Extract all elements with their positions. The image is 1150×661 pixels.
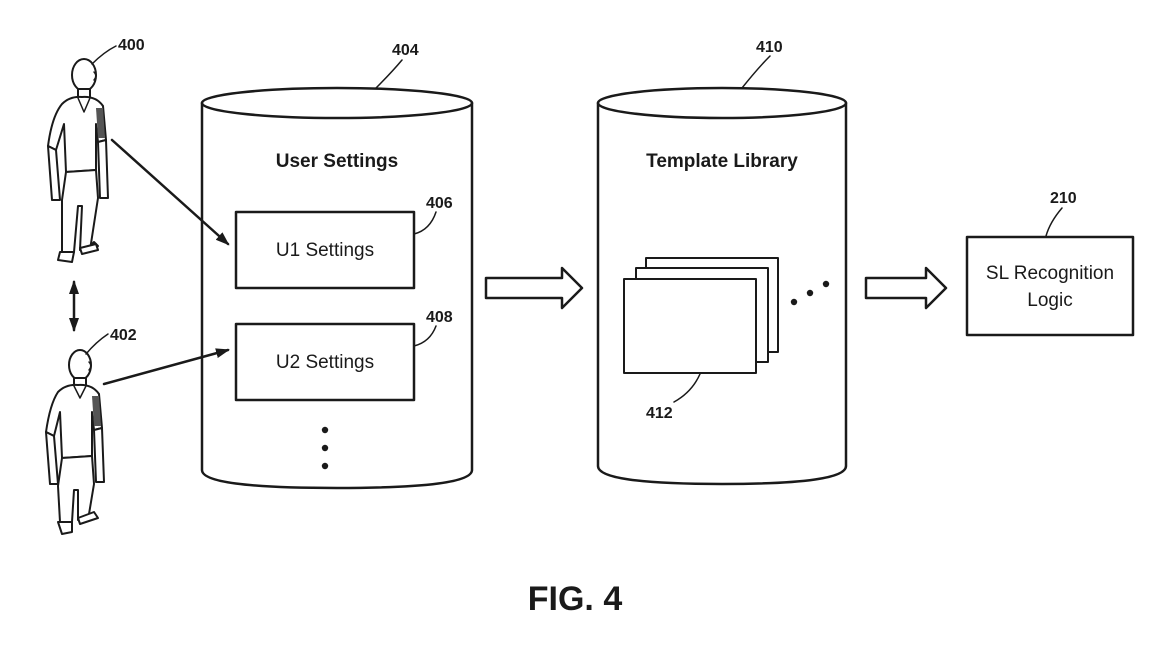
cylinder-body [596, 101, 848, 486]
ref-label-402: 402 [110, 327, 137, 344]
ref-label-410: 410 [756, 39, 783, 56]
leader-line-406 [413, 211, 437, 235]
u2-settings-label: U2 Settings [276, 352, 374, 373]
person-icon [47, 58, 109, 263]
u1-settings-label: U1 Settings [276, 240, 374, 261]
leader-line-412 [673, 373, 701, 403]
person-400: 400 [47, 37, 145, 263]
ref-label-408: 408 [426, 309, 453, 326]
flow-arrow-library-to-logic [864, 266, 948, 310]
leader-line-408 [413, 325, 437, 347]
ref-label-400: 400 [118, 37, 145, 54]
sl-recognition-logic-box: SL Recognition Logic 210 [965, 190, 1135, 337]
arrow-400-to-u1 [110, 138, 230, 246]
ref-label-404: 404 [392, 42, 419, 59]
ref-label-406: 406 [426, 195, 453, 212]
figure-caption: FIG. 4 [528, 580, 623, 618]
ref-label-412: 412 [646, 405, 673, 422]
more-templates-ellipsis [790, 280, 830, 306]
logic-label-line2: Logic [1027, 290, 1072, 311]
cylinder-top [200, 86, 474, 120]
leader-line-210 [1045, 207, 1063, 237]
arrow-402-to-u2 [102, 348, 230, 386]
person-icon [45, 349, 105, 535]
logic-label-line1: SL Recognition [986, 263, 1114, 284]
u2-settings-box: U2 Settings 408 [234, 309, 453, 402]
cylinder-top [596, 86, 848, 120]
leader-line-402 [85, 333, 109, 355]
more-entries-ellipsis [321, 426, 329, 470]
template-library-database: 410 Template Library 412 [596, 39, 848, 486]
person-402: 402 [45, 327, 137, 535]
template-stack [623, 257, 779, 374]
db-title: User Settings [276, 151, 398, 172]
leader-line-410 [741, 55, 771, 89]
ref-label-210: 210 [1050, 190, 1077, 207]
db-title: Template Library [646, 151, 798, 172]
u1-settings-box: U1 Settings 406 [234, 195, 453, 290]
leader-line-404 [375, 59, 403, 89]
leader-line-400 [91, 45, 117, 65]
user-settings-database: 404 User Settings U1 Settings 406 U2 Set… [200, 42, 474, 490]
cylinder-body [200, 101, 474, 490]
flow-arrow-settings-to-library [484, 266, 584, 310]
